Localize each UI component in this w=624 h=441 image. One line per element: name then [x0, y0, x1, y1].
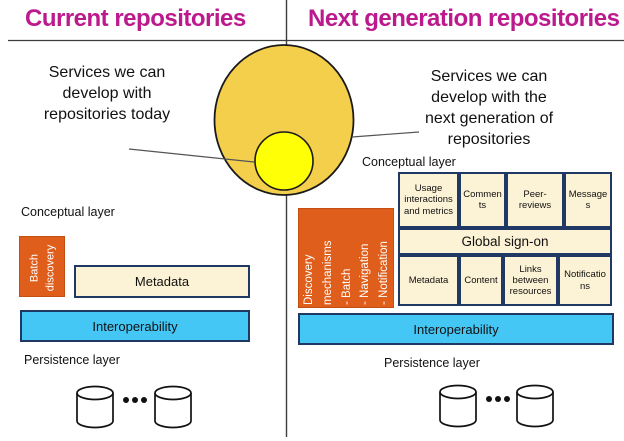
- grid-row-top: Usage interactions and metrics Comments …: [398, 172, 612, 228]
- discovery-mechanisms-label: Discovery mechanisms - Batch - Navigatio…: [303, 240, 390, 305]
- links-between-resources-cell: Links between resources: [503, 255, 558, 306]
- ellipsis-dots: [123, 397, 147, 403]
- grid-row-middle: Global sign-on: [398, 228, 612, 255]
- ellipsis-dots: [486, 396, 510, 402]
- right-connector-line: [351, 131, 420, 138]
- database-icon: [439, 384, 477, 428]
- left-connector-line: [128, 148, 255, 163]
- content-cell: Content: [459, 255, 503, 306]
- venn-inner-circle: [254, 131, 314, 191]
- messages-cell: Messages: [564, 172, 612, 228]
- left-interoperability-label: Interoperability: [92, 318, 178, 334]
- global-sign-on-cell: Global sign-on: [398, 228, 612, 255]
- database-icon: [516, 384, 554, 428]
- venn-outer-ellipse: [213, 44, 355, 196]
- next-gen-services-grid: Usage interactions and metrics Comments …: [398, 172, 612, 306]
- title-next-generation-repositories: Next generation repositories: [308, 5, 620, 32]
- left-services-note: Services we can develop with repositorie…: [43, 64, 171, 124]
- left-interoperability-bar: Interoperability: [20, 310, 250, 342]
- right-interoperability-label: Interoperability: [413, 321, 499, 337]
- discovery-mechanisms-box: Discovery mechanisms - Batch - Navigatio…: [298, 208, 394, 308]
- batch-discovery-label: Batch discovery: [28, 244, 56, 291]
- usage-interactions-cell: Usage interactions and metrics: [398, 172, 459, 228]
- comments-cell: Comments: [459, 172, 506, 228]
- database-icon: [154, 385, 192, 429]
- left-persistence-layer-label: Persistence layer: [24, 353, 120, 367]
- left-conceptual-layer-label: Conceptual layer: [21, 205, 115, 219]
- peer-reviews-cell: Peer-reviews: [506, 172, 564, 228]
- right-persistence-layer-label: Persistence layer: [384, 356, 480, 370]
- batch-discovery-box: Batch discovery: [19, 236, 65, 297]
- right-conceptual-layer-label: Conceptual layer: [362, 155, 456, 169]
- grid-row-bottom: Metadata Content Links between resources…: [398, 255, 612, 306]
- metadata-cell: Metadata: [398, 255, 459, 306]
- metadata-label: Metadata: [134, 274, 190, 289]
- right-services-note: Services we can develop with the next ge…: [424, 68, 554, 149]
- title-current-repositories: Current repositories: [25, 5, 246, 32]
- metadata-box: Metadata: [74, 265, 250, 298]
- notifications-cell: Notifications: [558, 255, 612, 306]
- database-icon: [76, 385, 114, 429]
- right-interoperability-bar: Interoperability: [298, 313, 614, 345]
